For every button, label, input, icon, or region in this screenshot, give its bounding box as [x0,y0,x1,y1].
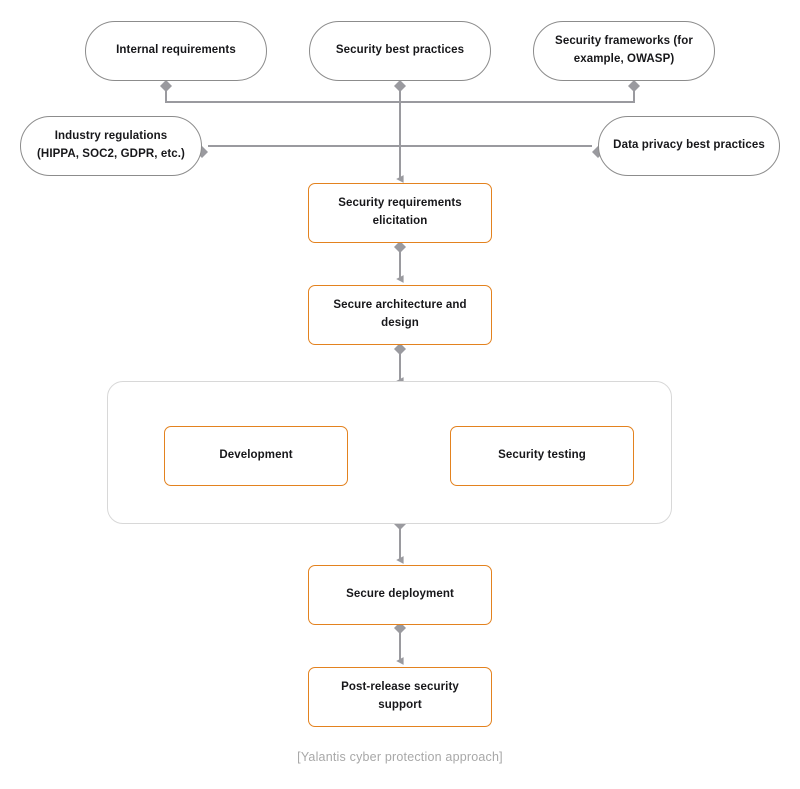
stage-secure-deployment[interactable]: Secure deployment [308,565,492,625]
diamond-internal-requirements [160,80,172,92]
input-security-best-practices[interactable]: Security best practices [309,21,491,81]
diamond-security-frameworks [628,80,640,92]
input-label: Data privacy best practices [613,139,765,152]
stage-development[interactable]: Development [164,426,348,486]
connector-diamonds [160,80,640,634]
stage-label: Development [219,449,293,462]
input-industry-regulations[interactable]: Industry regulations (HIPPA, SOC2, GDPR,… [20,116,202,176]
stage-label: Security requirements elicitation [338,197,462,227]
input-internal-requirements[interactable]: Internal requirements [85,21,267,81]
input-security-frameworks[interactable]: Security frameworks (for example, OWASP) [533,21,715,81]
stage-label: Security testing [498,449,586,462]
stage-label: Post-release security support [341,681,459,711]
stage-security-requirements-elicitation[interactable]: Security requirements elicitation [308,183,492,243]
stage-post-release-security-support[interactable]: Post-release security support [308,667,492,727]
diamond-security-best-practices [394,80,406,92]
stage-secure-architecture-and-design[interactable]: Secure architecture and design [308,285,492,345]
input-label: Security best practices [335,44,465,57]
stage-label: Secure architecture and design [333,299,467,329]
diagram-caption: [Yalantis cyber protection approach] [297,750,503,764]
input-label: Security frameworks (for example, OWASP) [555,35,693,65]
input-label: Industry regulations (HIPPA, SOC2, GDPR,… [37,130,185,160]
stage-security-testing[interactable]: Security testing [450,426,634,486]
stage-label: Secure deployment [346,588,454,601]
input-data-privacy-best-practices[interactable]: Data privacy best practices [598,116,780,176]
wire-top-bus [165,86,635,103]
input-label: Internal requirements [116,44,236,57]
